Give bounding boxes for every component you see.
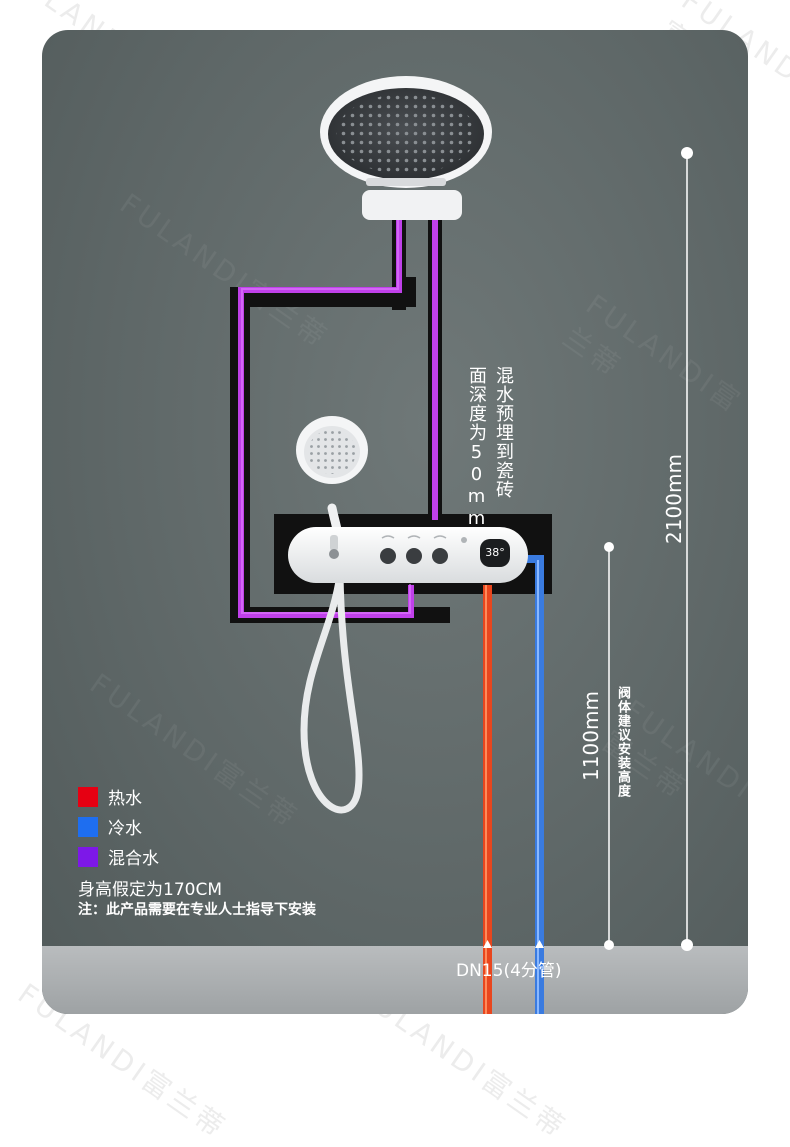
dimension-line-total	[681, 147, 693, 951]
total-height-label: 2100mm	[662, 454, 686, 544]
legend-label: 冷水	[108, 819, 142, 839]
control-panel	[288, 527, 528, 583]
diagram-panel: FULANDI富兰蒂 FULANDI富兰蒂 FULANDI富兰蒂 FULANDI…	[42, 30, 748, 1014]
pipe-size-label: DN15(4分管)	[456, 961, 562, 981]
legend-cold-water: 冷水	[78, 814, 142, 839]
shower-diagram	[230, 76, 693, 1014]
hot-water-pipe	[483, 585, 492, 1014]
legend-swatch	[78, 846, 98, 867]
hand-shower	[296, 416, 368, 573]
legend-mixed-water: 混合水	[78, 844, 159, 869]
mixed-depth-note-col1: 混水预埋到瓷砖	[493, 366, 514, 499]
shower-hose	[300, 574, 363, 814]
height-assumption-note: 身高假定为170CM	[78, 880, 222, 900]
mixed-depth-note-col2: 面深度为50mm	[466, 366, 487, 530]
rain-shower-head	[320, 76, 492, 220]
valve-install-note: 阀体建议安装高度	[615, 686, 630, 798]
dimension-line-valve	[604, 542, 614, 950]
legend-hot-water: 热水	[78, 784, 142, 809]
legend-swatch	[78, 786, 98, 807]
floor	[42, 946, 748, 1014]
valve-height-label: 1100mm	[579, 691, 603, 781]
legend-label: 热水	[108, 789, 142, 809]
legend-label: 混合水	[108, 849, 159, 869]
pipe-end-arrows	[483, 940, 544, 948]
legend-swatch	[78, 816, 98, 837]
display-temperature: 38°	[485, 546, 505, 559]
install-notice: 注：此产品需要在专业人士指导下安装	[78, 902, 316, 918]
